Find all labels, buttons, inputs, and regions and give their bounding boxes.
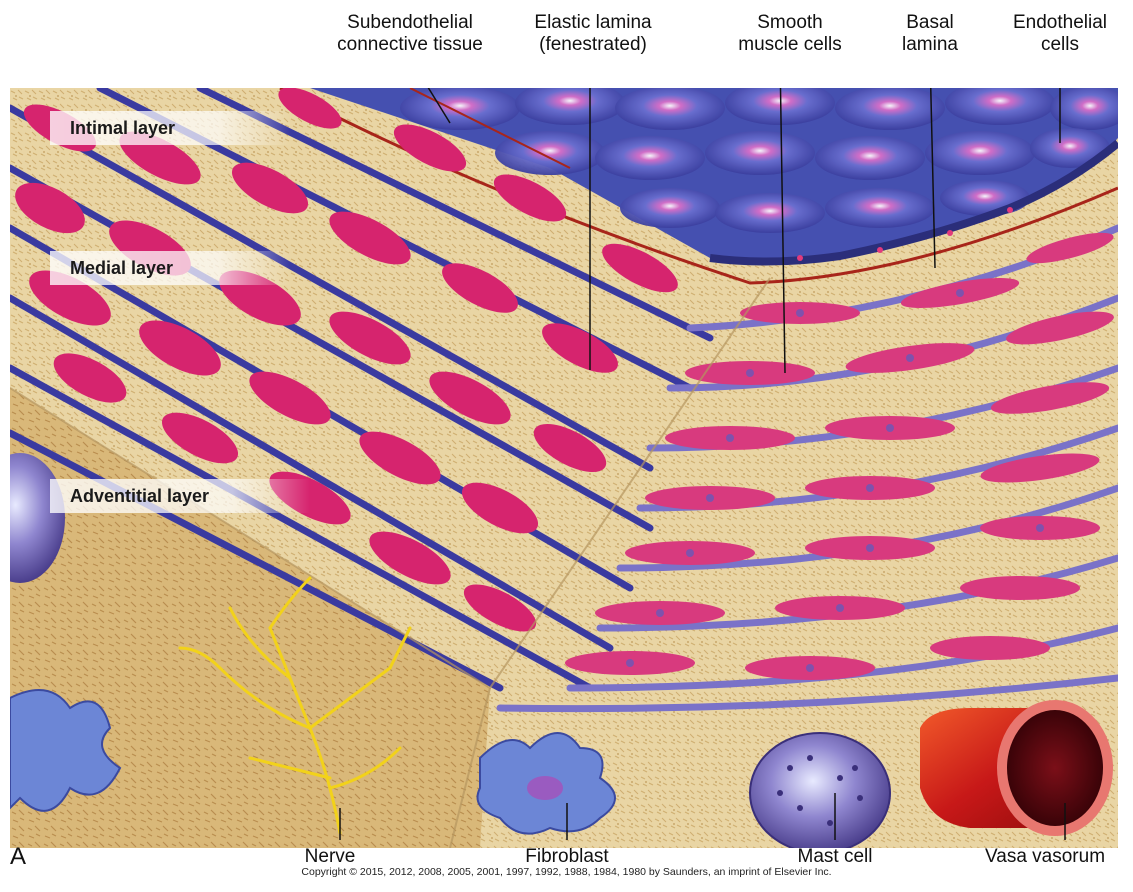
elastic-lamina-label-line1: Elastic lamina: [508, 12, 678, 34]
smooth-muscle-label-line1: Smooth: [720, 12, 860, 34]
subendothelial-connective-tissue-label: Subendothelial connective tissue: [305, 12, 515, 56]
endothelial-label-line2: cells: [990, 34, 1130, 56]
basal-lamina-label: Basal lamina: [880, 12, 980, 56]
nerve-label: Nerve: [280, 846, 380, 868]
mast-cell-label: Mast cell: [770, 846, 900, 868]
endothelial-cells-label: Endothelial cells: [990, 12, 1130, 56]
subendothelial-label-line2: connective tissue: [305, 34, 515, 56]
intimal-layer-label: Intimal layer: [50, 111, 290, 145]
smooth-muscle-cells-label: Smooth muscle cells: [720, 12, 860, 56]
elastic-lamina-label-line2: (fenestrated): [508, 34, 678, 56]
smooth-muscle-label-line2: muscle cells: [720, 34, 860, 56]
basal-lamina-label-line2: lamina: [880, 34, 980, 56]
subendothelial-label-line1: Subendothelial: [305, 12, 515, 34]
medial-layer-label: Medial layer: [50, 251, 290, 285]
copyright-notice: Copyright © 2015, 2012, 2008, 2005, 2001…: [0, 866, 1133, 878]
endothelial-label-line1: Endothelial: [990, 12, 1130, 34]
elastic-lamina-label: Elastic lamina (fenestrated): [508, 12, 678, 56]
vasa-vasorum: [920, 700, 1113, 836]
adventitial-layer-label: Adventitial layer: [50, 479, 310, 513]
vasa-vasorum-label: Vasa vasorum: [960, 846, 1130, 868]
mast-cell: [750, 733, 890, 848]
fibroblast-label: Fibroblast: [497, 846, 637, 868]
basal-lamina-label-line1: Basal: [880, 12, 980, 34]
artery-wall-illustration: [10, 88, 1118, 848]
